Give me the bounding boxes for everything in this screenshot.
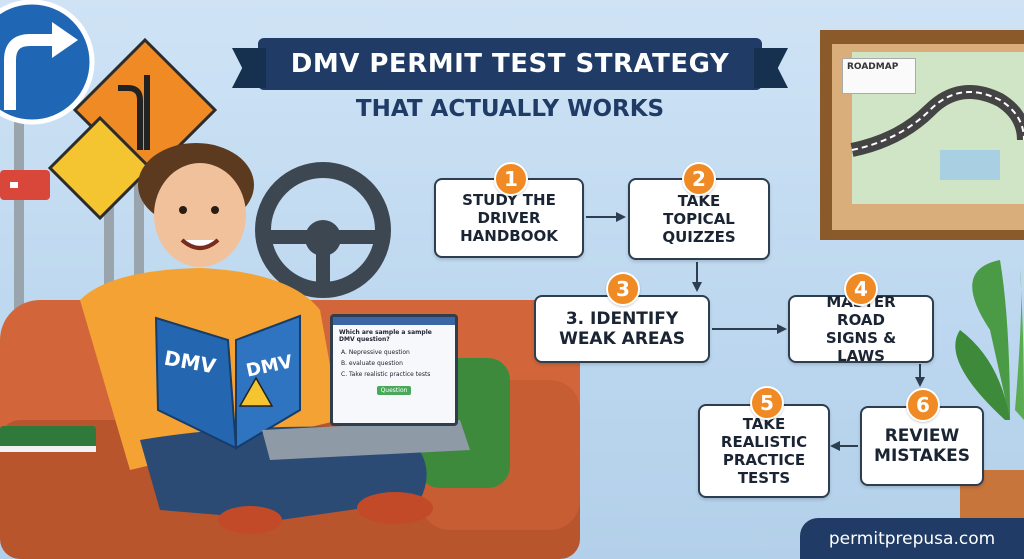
warning-sign-icon	[47, 115, 153, 221]
laptop-option-c[interactable]: C. Take realistic practice tests	[341, 371, 431, 378]
step-5-label: TAKE REALISTIC PRACTICE TESTS	[720, 415, 808, 487]
step-6-number: 6	[906, 388, 940, 422]
laptop-question-button[interactable]: Question	[377, 386, 411, 395]
laptop-option-a[interactable]: A. Nepressive question	[341, 349, 410, 356]
step-2-label: TAKE TOPICAL QUIZZES	[662, 192, 736, 246]
step-5-number: 5	[750, 386, 784, 420]
step-2-box: TAKE TOPICAL QUIZZES	[628, 178, 770, 260]
person-face	[154, 163, 246, 267]
roadmap-note: ROADMAP	[842, 58, 916, 94]
turn-sign-icon	[0, 0, 95, 125]
step-4-number: 4	[844, 272, 878, 306]
laptop-base	[262, 420, 470, 460]
laptop-screen: Which are sample a sample DMV question? …	[330, 314, 458, 426]
sign-pole	[104, 180, 114, 320]
footer-site-link[interactable]: permitprepusa.com	[828, 528, 996, 549]
laptop-option-b[interactable]: B. evaluate question	[341, 360, 403, 367]
red-plate	[0, 170, 50, 200]
step-1-label: STUDY THE DRIVER HANDBOOK	[460, 191, 558, 245]
step-3-label: 3. IDENTIFY WEAK AREAS	[559, 309, 685, 349]
step-1-box: STUDY THE DRIVER HANDBOOK	[434, 178, 584, 258]
page-title: DMV PERMIT TEST STRATEGY	[290, 49, 730, 79]
step-3-box: 3. IDENTIFY WEAK AREAS	[534, 295, 710, 363]
title-banner: DMV PERMIT TEST STRATEGY	[258, 38, 762, 90]
sign-pole	[134, 150, 144, 320]
sign-pole	[14, 120, 24, 320]
step-3-number: 3	[606, 272, 640, 306]
green-book	[0, 426, 96, 448]
step-6-label: REVIEW MISTAKES	[874, 426, 970, 466]
page-subtitle: THAT ACTUALLY WORKS	[355, 96, 665, 122]
shoe	[218, 506, 282, 534]
step-1-number: 1	[494, 162, 528, 196]
laptop-question: Which are sample a sample DMV question?	[339, 329, 432, 343]
step-4-label: MASTER ROAD SIGNS & LAWS	[825, 293, 897, 365]
step-4-box: MASTER ROAD SIGNS & LAWS	[788, 293, 934, 365]
plant	[972, 260, 1010, 420]
step-2-number: 2	[682, 162, 716, 196]
shoe	[357, 492, 433, 524]
footer-site[interactable]: permitprepusa.com	[800, 518, 1024, 559]
